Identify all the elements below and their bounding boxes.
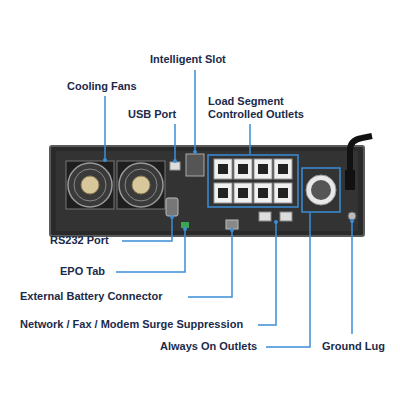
callout-label: Network / Fax / Modem Surge Suppression [20, 318, 243, 331]
callout-label: External Battery Connector [20, 290, 162, 303]
callout-label: RS232 Port [50, 234, 109, 247]
callout-label: EPO Tab [60, 265, 105, 278]
callout-label: USB Port [128, 108, 176, 121]
leader-lines [105, 70, 352, 347]
callout-label: Always On Outlets [160, 340, 257, 353]
callout-label: Cooling Fans [67, 80, 137, 93]
callout-label: Load Segment Controlled Outlets [208, 95, 318, 121]
callout-label: Intelligent Slot [150, 53, 226, 66]
callout-label: Ground Lug [322, 340, 385, 353]
